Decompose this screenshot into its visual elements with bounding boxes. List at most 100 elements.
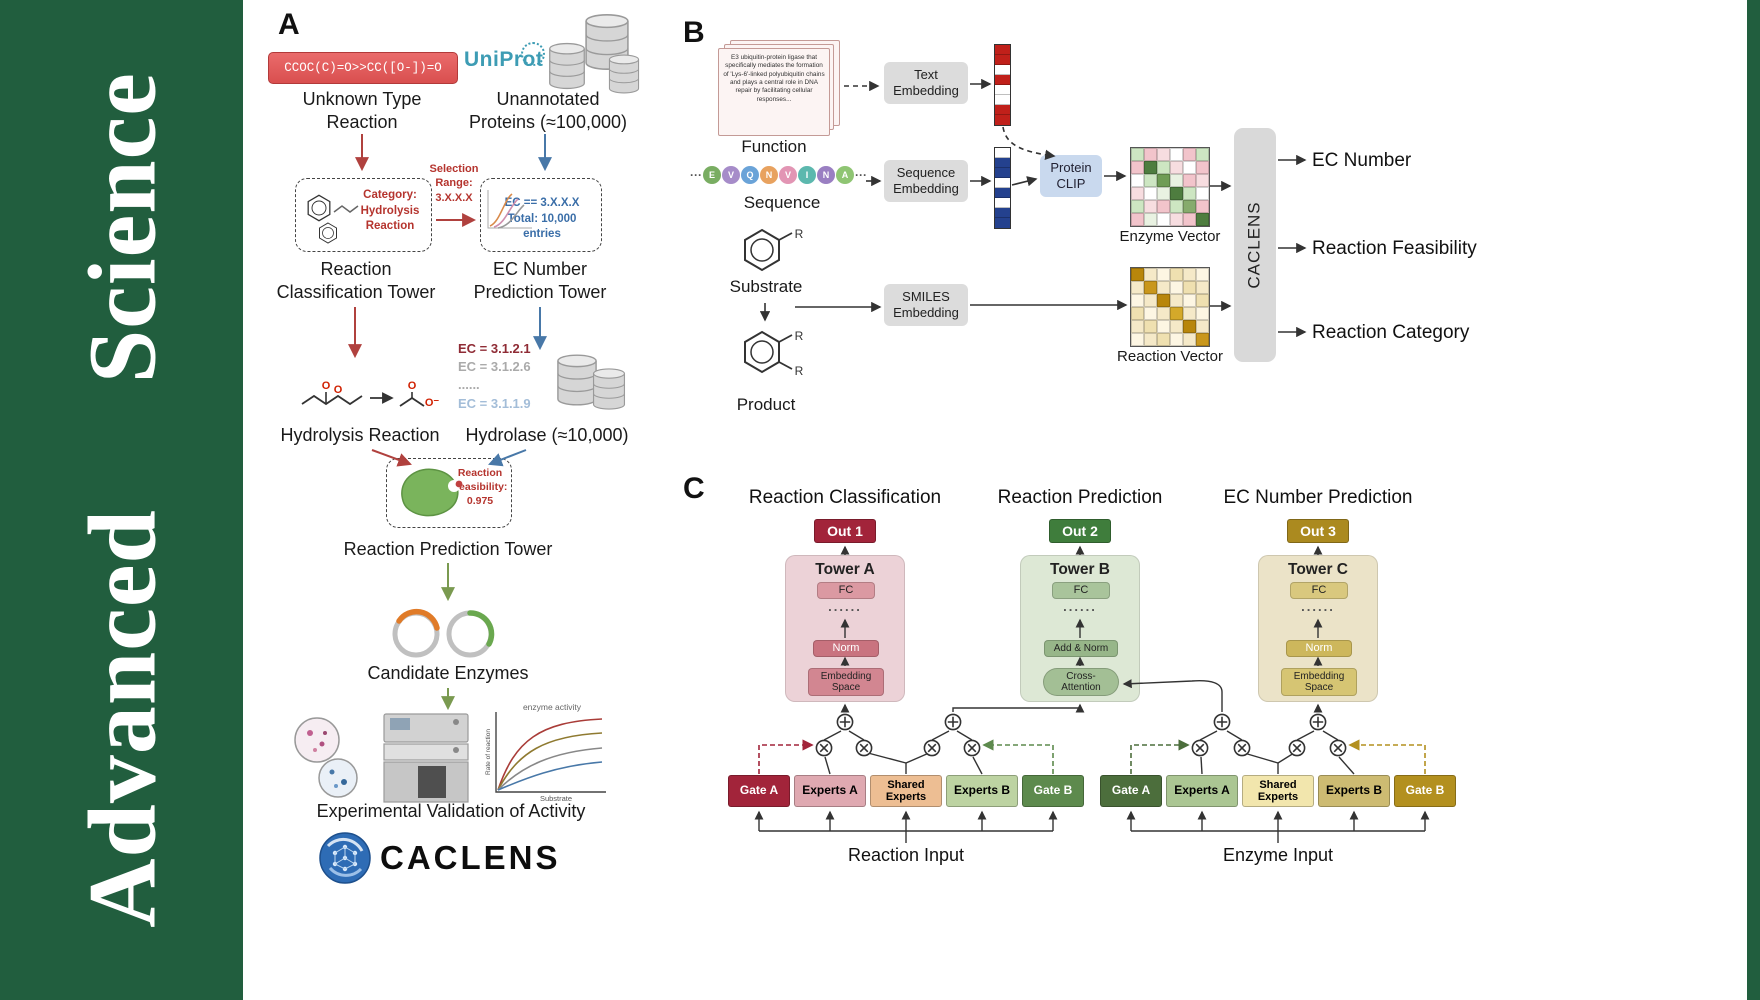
grid-cell [1183, 187, 1196, 200]
gating-product-nodes [815, 739, 1347, 757]
plot-ylabel: Rate of reaction [485, 729, 492, 775]
grid-cell [1170, 148, 1183, 161]
grid-cell [1144, 148, 1157, 161]
panel-c-label: C [683, 472, 705, 505]
tower-c-panel: Tower C FC ...... Norm Embedding Space [1258, 555, 1378, 702]
grid-cell [1144, 307, 1157, 320]
vector-cell [995, 178, 1010, 188]
microscopy-images [294, 717, 358, 798]
ec-tower-label: EC Number Prediction Tower [473, 259, 607, 303]
caclens-wordmark: CACLENS [380, 839, 561, 876]
grid-cell [1196, 333, 1209, 346]
grid-cell [1131, 148, 1144, 161]
grid-cell [1131, 200, 1144, 213]
gate-a-enzyme: Gate A [1100, 775, 1162, 807]
r-group-label: R [795, 364, 804, 378]
grid-cell [1157, 161, 1170, 174]
grid-cell [1144, 161, 1157, 174]
tower-c-dots: ...... [1301, 599, 1335, 614]
function-label: Function [741, 137, 807, 156]
tower-c-fc: FC [1290, 582, 1348, 599]
out1-box: Out 1 [814, 519, 876, 543]
r-group-label: R [795, 329, 804, 343]
tower-c-name: Tower C [1288, 561, 1348, 578]
reaction-vector-label: Reaction Vector [1117, 348, 1223, 365]
grid-cell [1170, 268, 1183, 281]
tower-a-name: Tower A [815, 561, 875, 578]
atom-o: O [334, 384, 343, 396]
vector-cell [995, 168, 1010, 178]
grid-cell [1157, 307, 1170, 320]
grid-cell [1170, 281, 1183, 294]
product-molecule: R R [744, 329, 804, 378]
product-label: Product [736, 395, 796, 414]
output-reaction-category: Reaction Category [1312, 322, 1470, 343]
grid-cell [1131, 333, 1144, 346]
grid-cell [1170, 174, 1183, 187]
tower-b-fc: FC [1052, 582, 1110, 599]
grid-cell [1196, 213, 1209, 226]
grid-cell [1157, 281, 1170, 294]
grid-cell [1144, 294, 1157, 307]
sequence-token: N [817, 166, 835, 184]
hplc-instrument [383, 713, 469, 803]
ec-range-box-text: EC == 3.X.X.X Total: 10,000 entries [504, 197, 580, 241]
experts-b-reaction: Experts B [946, 775, 1018, 807]
sequence-token: N [760, 166, 778, 184]
journal-title: Advanced Science [68, 72, 175, 928]
grid-cell [1183, 213, 1196, 226]
r-group-label: R [795, 227, 804, 241]
grid-cell [1183, 320, 1196, 333]
caclens-bar-text: CACLENS [1245, 201, 1264, 289]
ec-item: ...... [458, 377, 480, 393]
uniprot-ring-icon [521, 42, 545, 66]
caclens-bar: CACLENS [1234, 128, 1276, 362]
grid-cell [1196, 281, 1209, 294]
tower-b-dots: ...... [1063, 599, 1097, 614]
grid-cell [1157, 174, 1170, 187]
feasibility-text: Reaction Feasibility: 0.975 [452, 467, 508, 508]
plot-title: enzyme activity [523, 702, 582, 712]
tower-c-norm: Norm [1286, 640, 1352, 657]
feasibility-dashed-box [386, 458, 512, 528]
sequence-token: I [798, 166, 816, 184]
plasmid-icons [392, 608, 495, 658]
experts-a-reaction: Experts A [794, 775, 866, 807]
unknown-reaction-label: Unknown Type Reaction [302, 89, 422, 133]
grid-cell [1157, 187, 1170, 200]
hydrolase-database-icons [557, 354, 626, 410]
sequence-embedding-vector [994, 147, 1011, 229]
classification-tower-label: Reaction Classification Tower [276, 259, 436, 303]
substrate-label: Substrate [729, 277, 803, 296]
grid-cell [1144, 333, 1157, 346]
enzyme-vector-label: Enzyme Vector [1119, 228, 1221, 245]
grid-cell [1157, 213, 1170, 226]
grid-cell [1170, 200, 1183, 213]
shared-experts-reaction: Shared Experts [870, 775, 942, 807]
atom-o: O [408, 380, 417, 392]
grid-cell [1196, 187, 1209, 200]
vector-cell [995, 208, 1010, 218]
hydrolysis-reaction-molecules: O O O O⁻ [301, 380, 439, 409]
grid-cell [1183, 161, 1196, 174]
shared-experts-enzyme: Shared Experts [1242, 775, 1314, 807]
grid-cell [1196, 268, 1209, 281]
sequence-ellipsis-left: ··· [690, 168, 702, 182]
grid-cell [1196, 148, 1209, 161]
grid-cell [1144, 268, 1157, 281]
sequence-token: V [722, 166, 740, 184]
atom-o: O [322, 380, 331, 392]
vector-cell [995, 105, 1010, 115]
title-reaction-classification: Reaction Classification [748, 487, 942, 508]
sum-nodes [836, 713, 1327, 731]
sequence-token: A [836, 166, 854, 184]
out2-box: Out 2 [1049, 519, 1111, 543]
tower-c-embedding-space: Embedding Space [1281, 668, 1357, 696]
gate-b-reaction: Gate B [1022, 775, 1084, 807]
grid-cell [1144, 174, 1157, 187]
panel-b-label: B [683, 16, 705, 49]
vector-cell [995, 188, 1010, 198]
grid-cell [1157, 294, 1170, 307]
